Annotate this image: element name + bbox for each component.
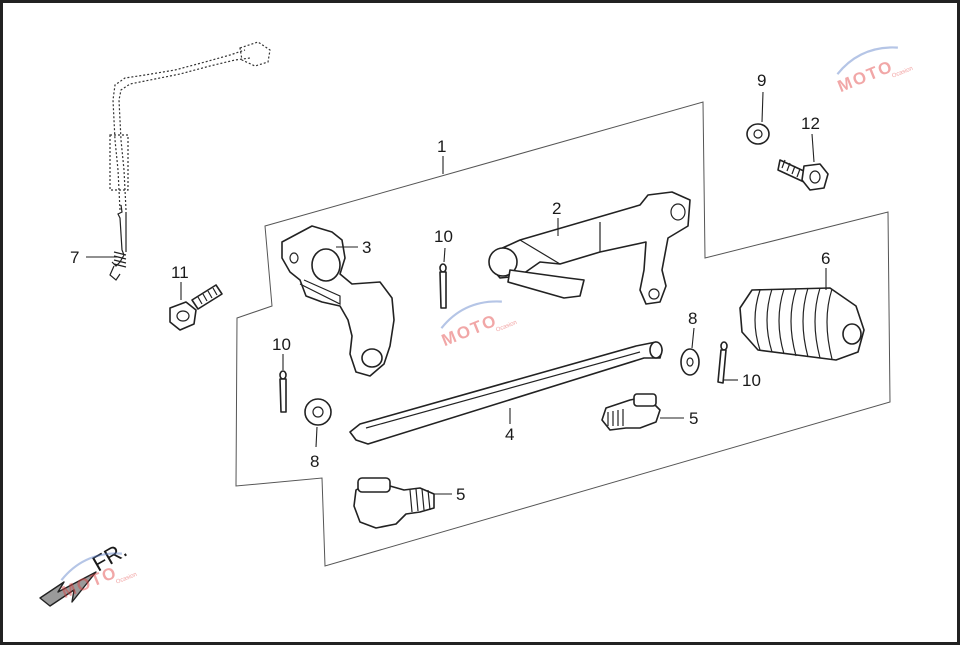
part-10-cotter-pin-upper [439,263,447,309]
callout-1: 1 [437,137,446,156]
callout-12: 12 [801,114,820,133]
part-12-bolt [777,159,829,191]
part-9-washer [746,123,770,145]
callout-10-upper: 10 [434,227,453,246]
callout-2: 2 [552,199,561,218]
callout-8-left: 8 [310,452,319,471]
callout-4: 4 [505,425,514,444]
callout-6: 6 [821,249,830,268]
svg-text:Ocasion: Ocasion [495,320,518,334]
part-4-shift-rod [349,341,663,445]
leader-lines [86,91,827,495]
callout-10-left: 10 [272,335,291,354]
callout-5-left: 5 [456,485,465,504]
callout-numbers: 1 2 3 4 5 5 6 7 8 8 9 10 10 10 11 12 [70,71,830,504]
callout-9: 9 [757,71,766,90]
svg-text:MOTO: MOTO [835,56,897,96]
part-7-return-spring [109,41,271,281]
callout-10-right: 10 [742,371,761,390]
svg-text:MOTO: MOTO [439,310,501,350]
part-5-ball-joint-left [353,477,435,529]
part-5-ball-joint-right [601,393,661,431]
part-10-cotter-pin-left [279,370,287,413]
part-11-bolt [169,284,223,331]
part-3-pedal-arm [281,225,395,377]
assembly-group-frame [235,101,891,567]
front-direction-arrow: FR. [39,537,131,607]
callout-3: 3 [362,238,371,257]
callout-5-right: 5 [689,409,698,428]
part-10-cotter-pin-right [717,341,728,384]
svg-text:Ocasion: Ocasion [115,572,138,586]
watermark-top-right: MOTO Ocasion [835,46,914,96]
svg-text:Ocasion: Ocasion [891,66,914,80]
svg-text:MOTO: MOTO [59,562,121,602]
part-8-washer-left [304,398,332,426]
part-6-rubber-peg [739,287,865,361]
callout-8-right: 8 [688,309,697,328]
part-8-washer-right [680,348,700,376]
callout-7: 7 [70,248,79,267]
part-2-link-bracket [488,191,691,305]
callout-11: 11 [171,263,189,282]
